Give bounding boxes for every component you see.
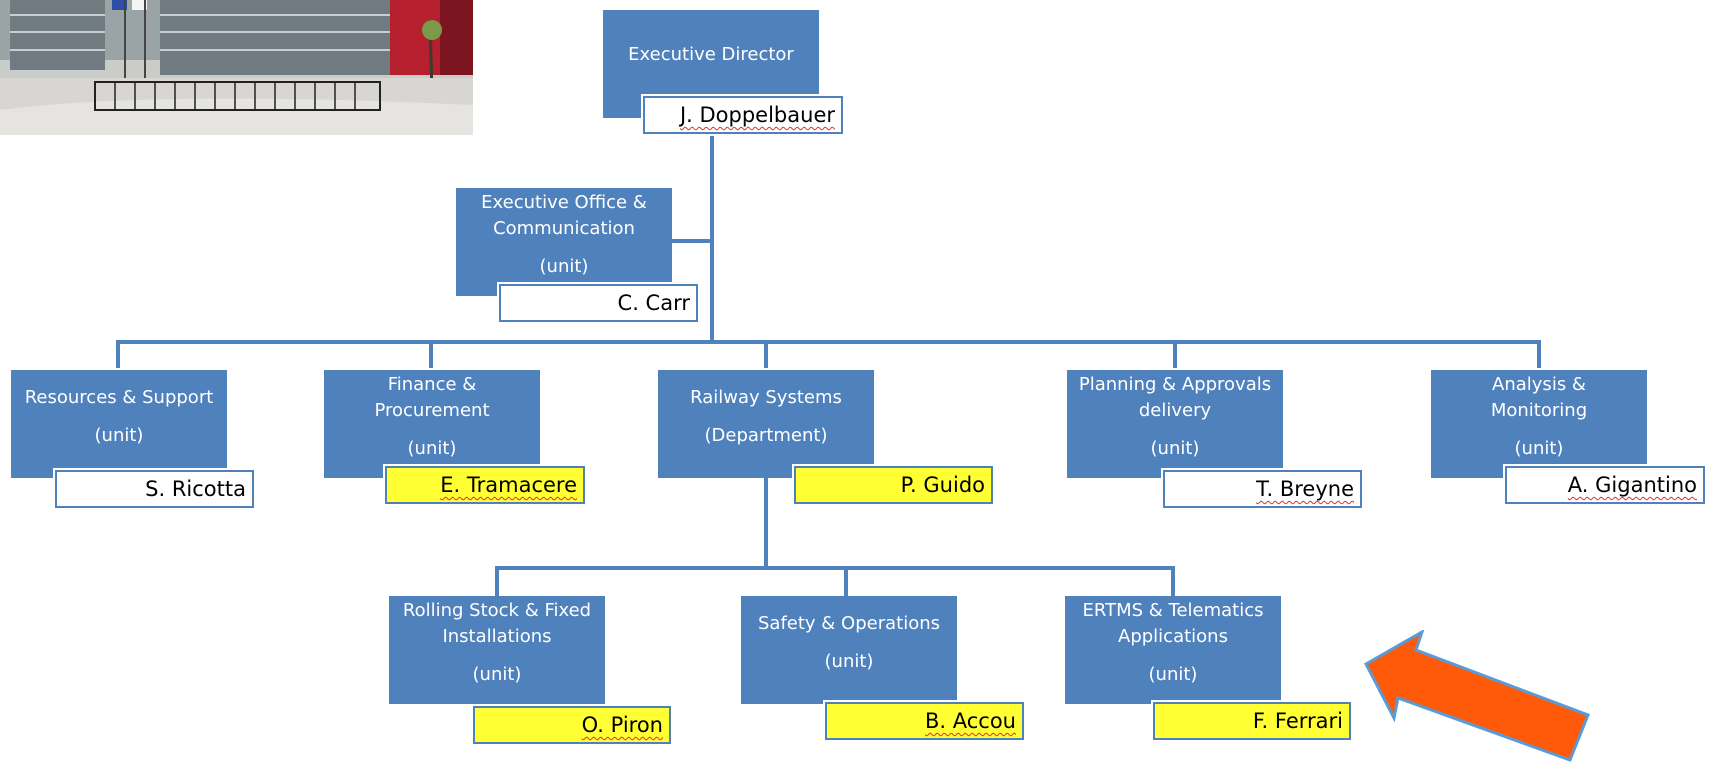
unit-title: Resources & Support [24,387,214,408]
subunit-name-safety-operations: B. Accou [823,700,1026,742]
unit-name-planning-approvals: T. Breyne [1161,468,1364,510]
executive-director-name: J. Doppelbauer [641,94,845,136]
subunit-name-rolling-stock: O. Piron [471,704,673,746]
subunit-title-2: Applications [1118,626,1228,647]
org-chart-connectors [116,128,1541,598]
unit-box-planning-approvals: Planning & Approvals delivery (unit) [1067,370,1283,478]
unit-box-analysis-monitoring: Analysis & Monitoring (unit) [1431,370,1647,478]
unit-name-railway-systems: P. Guido [792,464,995,506]
subunit-box-safety-operations: Safety & Operations (unit) [741,596,957,704]
subunit-name-ertms-telematics: F. Ferrari [1151,700,1353,742]
unit-type: (unit) [94,425,144,446]
executive-director-title: Executive Director [628,44,794,65]
unit-title: Planning & Approvals [1078,374,1272,395]
unit-title: Finance & [387,374,477,395]
subunit-type: (unit) [824,651,874,672]
unit-name-analysis-monitoring: A. Gigantino [1503,464,1707,506]
executive-office-name: C. Carr [497,282,700,324]
unit-type: (unit) [407,438,457,459]
subunit-box-rolling-stock: Rolling Stock & Fixed Installations (uni… [389,596,605,704]
unit-box-railway-systems: Railway Systems (Department) [658,370,874,478]
unit-title-2: delivery [1138,400,1212,421]
subunit-box-ertms-telematics: ERTMS & Telematics Applications (unit) [1065,596,1281,704]
subunit-title: Rolling Stock & Fixed [402,600,592,621]
subunit-title-2: Installations [442,626,552,647]
pointer-arrow-icon [1364,630,1590,762]
unit-type: (unit) [1514,438,1564,459]
unit-name-finance-procurement: E. Tramacere [383,464,587,506]
executive-office-box: Executive Office & Communication (unit) [456,188,672,296]
subunit-title: Safety & Operations [757,613,940,634]
subunit-title: ERTMS & Telematics [1082,600,1264,621]
building-photo [0,0,473,135]
unit-type: (Department) [704,425,828,446]
subunit-type: (unit) [1148,664,1198,685]
executive-office-title-2: Communication [493,218,635,239]
subunit-type: (unit) [472,664,522,685]
unit-title: Railway Systems [690,387,842,408]
unit-box-resources-support: Resources & Support (unit) [11,370,227,478]
unit-type: (unit) [1150,438,1200,459]
unit-box-finance-procurement: Finance & Procurement (unit) [324,370,540,478]
unit-title-2: Monitoring [1490,400,1588,421]
unit-name-resources-support: S. Ricotta [53,468,256,510]
executive-office-type: (unit) [539,256,589,277]
unit-title-2: Procurement [374,400,490,421]
executive-office-title-1: Executive Office & [481,192,647,213]
unit-title: Analysis & [1492,374,1586,395]
